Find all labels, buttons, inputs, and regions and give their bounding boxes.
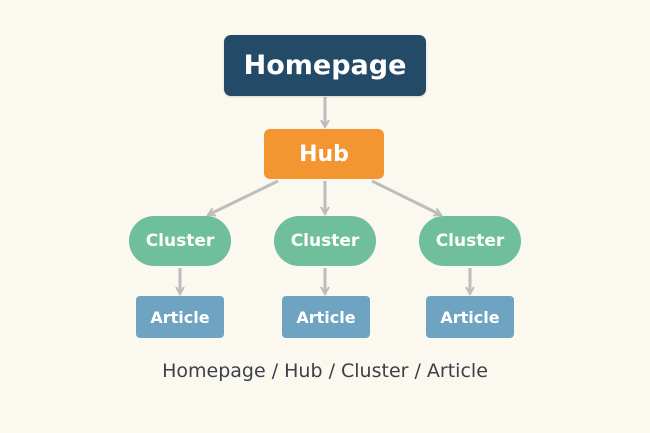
diagram-caption: Homepage / Hub / Cluster / Article xyxy=(162,360,488,382)
cluster-node-3: Cluster xyxy=(419,216,521,266)
cluster-node-1: Cluster xyxy=(129,216,231,266)
hub-node: Hub xyxy=(264,129,384,179)
article-node-2: Article xyxy=(282,296,370,338)
cluster-node-2: Cluster xyxy=(274,216,376,266)
arrow-hub-cluster-3 xyxy=(371,179,441,215)
homepage-node: Homepage xyxy=(224,35,426,96)
arrow-hub-cluster-1 xyxy=(208,179,279,215)
article-node-3: Article xyxy=(426,296,514,338)
article-node-1: Article xyxy=(136,296,224,338)
